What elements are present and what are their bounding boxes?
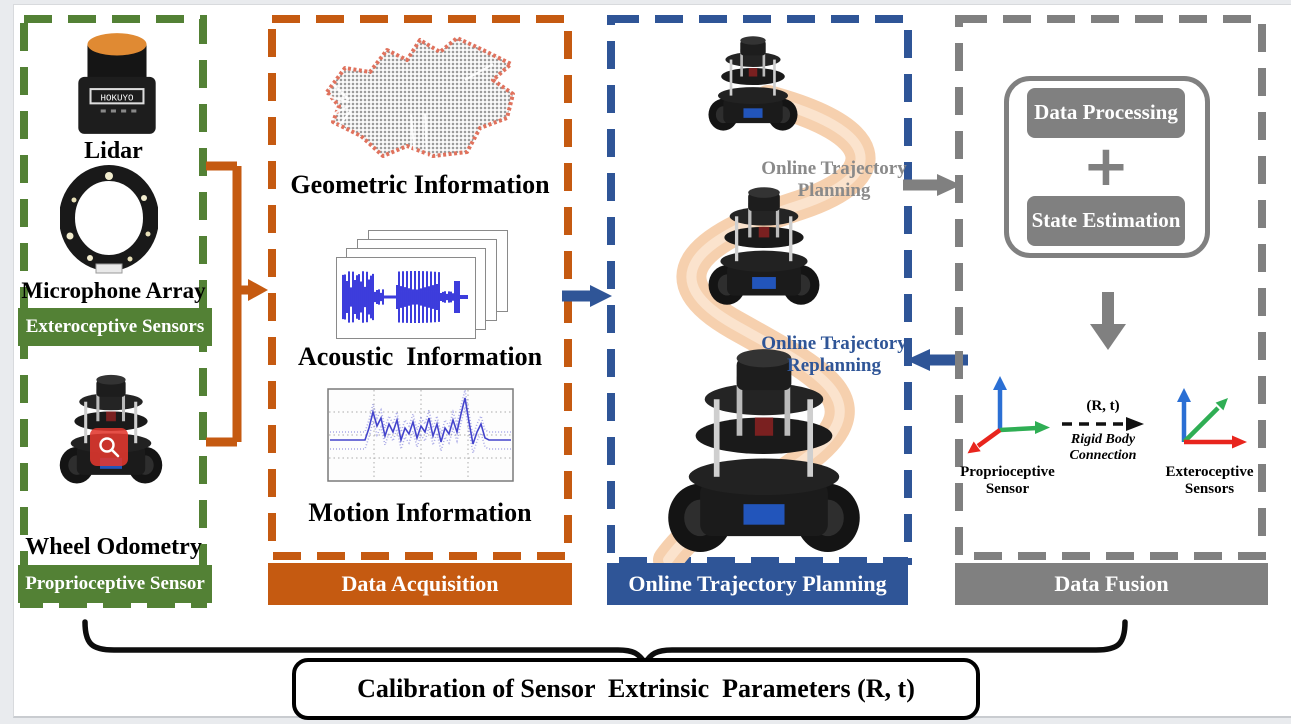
robot-top-image [708, 36, 798, 131]
sensors-to-acquisition-arrow [206, 161, 268, 447]
acquisition-to-planning-arrow [562, 285, 612, 307]
rigid-body-arrow-icon [1062, 417, 1144, 431]
planning-to-fusion-arrow [903, 174, 961, 196]
acoustic-waveform-cards [336, 230, 508, 339]
online-trajectory-planning-label: Online Trajectory Planning [761, 158, 907, 201]
geometric-information-label: Geometric Information [290, 170, 550, 199]
exteroceptive-frame-label: Exteroceptive Sensors [1165, 464, 1254, 498]
plus-icon: + [1082, 134, 1130, 199]
state-estimation-box: State Estimation [1027, 196, 1185, 246]
data-fusion-banner: Data Fusion [955, 563, 1268, 605]
online-trajectory-replanning-label: Online Trajectory Replanning [761, 333, 907, 376]
proprioceptive-frame-icon [967, 376, 1050, 454]
magnifier-overlay-icon [90, 428, 128, 466]
microphone-array-label: Microphone Array [21, 278, 206, 303]
lidar-image: HOKUYO [78, 33, 156, 134]
calibration-label: Calibration of Sensor Extrinsic Paramete… [357, 674, 915, 703]
waveform-card-front [336, 257, 476, 339]
down-arrow-icon [1090, 292, 1126, 350]
proprioceptive-banner: Proprioceptive Sensor [18, 565, 212, 603]
wheel-odometry-label: Wheel Odometry [25, 534, 202, 560]
acoustic-information-label: Acoustic Information [297, 342, 543, 371]
occupancy-grid-image [325, 36, 515, 159]
data-processing-box: Data Processing [1027, 88, 1185, 138]
lidar-label: Lidar [84, 138, 143, 164]
motion-information-label: Motion Information [308, 498, 532, 527]
motion-plot-image [327, 388, 514, 482]
rigid-body-label: Rigid Body Connection [1069, 432, 1137, 464]
lidar-brand-label: HOKUYO [101, 92, 134, 103]
data-acquisition-banner: Data Acquisition [268, 563, 572, 605]
waveform-image [342, 271, 468, 323]
robot-middle-image [708, 187, 820, 305]
exteroceptive-frame-icon [1177, 388, 1247, 449]
online-trajectory-planning-banner: Online Trajectory Planning [607, 563, 908, 605]
microphone-array-image [60, 165, 158, 274]
calibration-box: Calibration of Sensor Extrinsic Paramete… [292, 658, 980, 720]
exteroceptive-banner: Exteroceptive Sensors [18, 308, 212, 346]
proprioceptive-frame-label: Proprioceptive Sensor [960, 464, 1055, 498]
rt-label: (R, t) [1086, 398, 1120, 414]
